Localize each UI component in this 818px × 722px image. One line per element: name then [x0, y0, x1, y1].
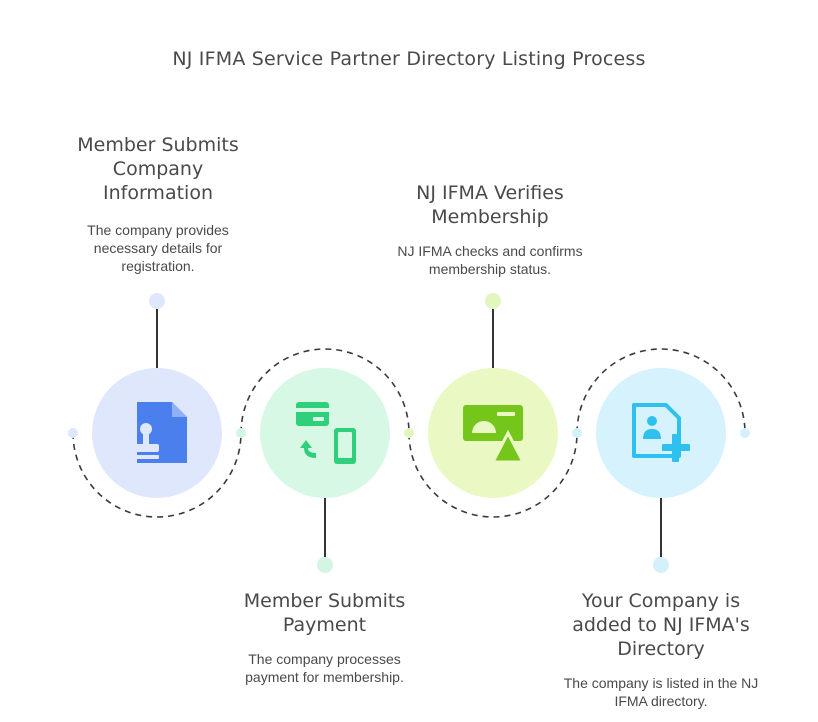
- step-4-title: Your Company is added to NJ IFMA's Direc…: [572, 590, 750, 660]
- step-1-title: Member Submits Company Information: [77, 134, 239, 204]
- path-junction-dot-3: [572, 428, 582, 438]
- step-3-circle: [260, 368, 390, 498]
- path-start-dot: [68, 428, 78, 438]
- verification-image-icon: [463, 405, 526, 464]
- diagram-title: NJ IFMA Service Partner Directory Listin…: [172, 48, 646, 70]
- step-4-circle: [596, 368, 726, 498]
- step-2-description: NJ IFMA checks and confirms membership s…: [397, 243, 583, 277]
- step-1-marker-dot: [149, 293, 165, 309]
- step-3-title: Member Submits Payment: [243, 590, 406, 636]
- add-user-profile-icon: [632, 403, 690, 462]
- step-4-description: The company is listed in the NJ IFMA dir…: [563, 675, 759, 709]
- document-stamp-icon: [133, 402, 187, 463]
- step-1-description: The company provides necessary details f…: [87, 222, 229, 274]
- card-to-phone-payment-icon: [296, 402, 356, 464]
- step-3-description: The company processes payment for member…: [245, 651, 404, 685]
- step-2-marker-dot: [485, 293, 501, 309]
- path-junction-dot-1: [236, 428, 246, 438]
- step-3-marker-dot: [317, 557, 333, 573]
- step-4-marker-dot: [653, 557, 669, 573]
- path-end-dot: [740, 428, 750, 438]
- step-2-title: NJ IFMA Verifies Membership: [416, 182, 564, 228]
- dashed-connector-path: [72, 348, 746, 518]
- path-junction-dot-2: [404, 428, 414, 438]
